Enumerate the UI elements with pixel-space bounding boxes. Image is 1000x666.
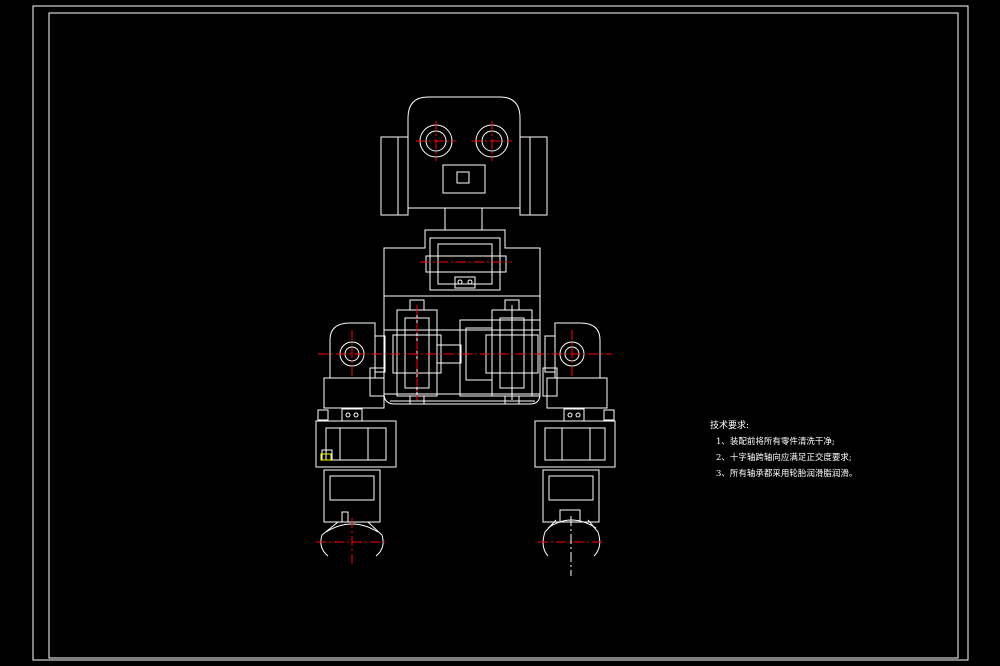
inner-border [48, 12, 959, 659]
centerlines [316, 121, 612, 576]
right-upper-bracket [546, 377, 608, 409]
technical-requirement-2: 2、十字轴跨轴向应满足正交度要求; [716, 453, 852, 463]
left-elbow-gear [315, 420, 397, 468]
neck-shaft [425, 255, 507, 273]
left-upper-bracket [323, 377, 385, 409]
head-ear-left-inner [397, 136, 409, 216]
neck-nut [454, 276, 476, 289]
neck-gear-housing [429, 237, 501, 291]
technical-requirement-3: 3、所有轴承都采用轮胎润滑脂润滑。 [716, 469, 858, 479]
head-ear-right-inner [519, 136, 531, 216]
drawing-frame [32, 5, 969, 661]
mouth [442, 164, 486, 194]
highlight-detail [320, 453, 332, 461]
outer-border [32, 5, 969, 661]
right-shoulder-round [554, 322, 601, 379]
technical-requirements-title: 技术要求: [710, 421, 750, 431]
neck-motor [437, 243, 493, 285]
mouth-inner [456, 171, 470, 184]
chest-cross-shaft [436, 344, 462, 364]
right-elbow-gear [534, 420, 616, 468]
technical-requirements: 技术要求: 1、装配前将所有零件清洗干净; 2、十字轴跨轴向应满足正交度要求; … [710, 418, 857, 482]
head-outline [407, 96, 521, 209]
technical-requirement-1: 1、装配前将所有零件清洗干净; [716, 437, 835, 447]
chest-base [383, 360, 541, 405]
shoulder-block [383, 229, 541, 331]
left-shoulder-round [329, 322, 376, 379]
